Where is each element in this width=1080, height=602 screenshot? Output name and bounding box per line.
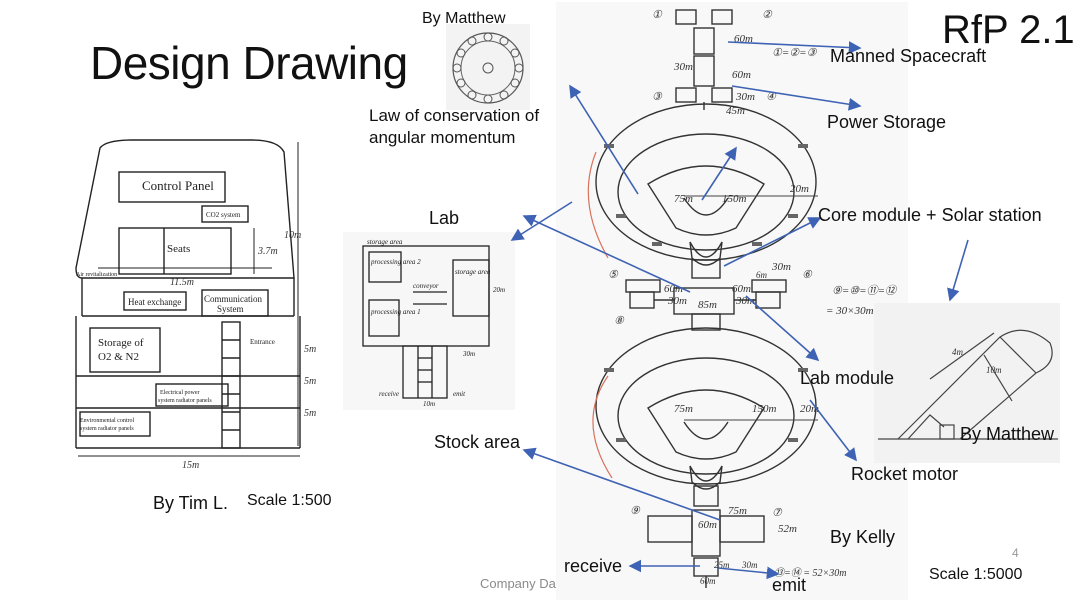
- lab-title: Lab: [429, 208, 460, 228]
- ann-eq4: ⑬=⑭ = 52×30m: [774, 567, 846, 579]
- manned-spacecraft-label: Manned Spacecraft: [830, 46, 987, 66]
- storage-label-2: O2 & N2: [98, 351, 139, 363]
- ann-60m-2: 60m: [732, 69, 751, 81]
- ann-30m-4: 30m: [735, 295, 755, 307]
- control-panel-label: Control Panel: [142, 178, 214, 193]
- air-label: Air revitalization: [76, 272, 117, 278]
- ann-150m: 150m: [722, 193, 747, 205]
- power-storage-label: Power Storage: [827, 112, 947, 132]
- ann-n9: ⑨: [630, 505, 641, 517]
- lab-processing-2: processing area 2: [370, 258, 421, 266]
- bearing-sketch: [446, 24, 530, 110]
- comm-label-1: Communication: [204, 294, 262, 304]
- ann-20m: 20m: [790, 183, 809, 195]
- lab-processing-1: processing area 1: [370, 308, 421, 316]
- env-label-1: Environmental control: [80, 418, 134, 424]
- lab-dim-30: 30m: [462, 350, 475, 358]
- law-line-1: Law of conservation of: [369, 106, 540, 125]
- motor-dim-4m: 4m: [952, 347, 964, 357]
- ann-eq3: = 30×30m: [826, 305, 874, 317]
- bearing-credit: By Matthew: [422, 10, 506, 27]
- motor-dim-10m: 10m: [986, 365, 1002, 375]
- ann-n8: ⑧: [614, 315, 625, 327]
- law-line-2: angular momentum: [369, 128, 516, 147]
- lab-conveyor: conveyor: [413, 282, 439, 290]
- emit-label: emit: [772, 575, 807, 595]
- ann-n7: ⑦: [772, 507, 783, 519]
- elec-label-2: system radiator panels: [158, 398, 212, 404]
- elec-label-1: Electrical power: [160, 390, 199, 396]
- dim-seat: 3.7m: [257, 246, 278, 257]
- page-number: 4: [1012, 546, 1019, 560]
- ann-30m-6: 30m: [741, 560, 758, 570]
- core-module-label: Core module + Solar station: [818, 205, 1042, 225]
- lab-receive: receive: [379, 390, 399, 398]
- dim-5b: 5m: [304, 376, 316, 387]
- dim-height: 10m: [284, 230, 301, 241]
- ann-60m-4: 60m: [732, 283, 751, 295]
- lab-module-label: Lab module: [800, 368, 895, 388]
- ann-30m-5: 30m: [771, 261, 791, 273]
- ann-52m: 52m: [778, 523, 797, 535]
- kelly-credit: By Kelly: [830, 527, 896, 547]
- ann-n2: ②: [762, 9, 773, 21]
- left-scale: Scale 1:500: [247, 492, 332, 509]
- lab-dim-10: 10m: [423, 400, 435, 408]
- ann-75m: 75m: [674, 193, 693, 205]
- lab-storage-top: storage area: [367, 238, 403, 246]
- rfp-heading: RfP 2.1: [942, 8, 1075, 52]
- ann-30m-1: 30m: [673, 61, 693, 73]
- lab-emit: emit: [453, 390, 466, 398]
- ann-n1: ①: [652, 9, 663, 21]
- seats-label: Seats: [167, 243, 190, 255]
- motor-credit: By Matthew: [960, 424, 1055, 444]
- spacecraft-section-sketch: Control Panel CO2 system Seats Air revit…: [72, 128, 330, 474]
- storage-label-1: Storage of: [98, 337, 144, 349]
- ann-60m-6: 60m: [700, 576, 716, 586]
- dim-5a: 5m: [304, 344, 316, 355]
- env-label-2: system radiator panels: [80, 426, 134, 432]
- ann-eq2: ⑨=⑩=⑪=⑫: [832, 284, 898, 297]
- ann-85m: 85m: [698, 299, 717, 311]
- stock-area-label: Stock area: [434, 432, 521, 452]
- ann-75m-2: 75m: [674, 403, 693, 415]
- rocket-motor-sketch: 4m 10m: [874, 303, 1060, 463]
- dim-bottom: 15m: [182, 460, 199, 471]
- heat-label: Heat exchange: [128, 297, 181, 307]
- main-scale: Scale 1:5000: [929, 566, 1023, 583]
- lab-sketch: storage area processing area 2 processin…: [343, 232, 515, 410]
- ann-30m-3: 30m: [667, 295, 687, 307]
- ann-n4: ④: [766, 91, 777, 103]
- page-title: Design Drawing: [90, 37, 408, 89]
- lab-storage-area: storage area: [455, 268, 491, 276]
- ann-30m-2: 30m: [735, 91, 755, 103]
- ann-150m-2: 150m: [752, 403, 777, 415]
- tim-credit: By Tim L.: [153, 493, 229, 513]
- ann-n5: ⑤: [608, 269, 619, 281]
- ann-6m: 6m: [756, 270, 768, 280]
- ann-n3: ③: [652, 91, 663, 103]
- receive-label: receive: [564, 556, 623, 576]
- ann-45m: 45m: [726, 105, 745, 117]
- dim-5c: 5m: [304, 408, 316, 419]
- rocket-motor-label: Rocket motor: [851, 464, 959, 484]
- ann-75m-3: 75m: [728, 505, 747, 517]
- ann-eq1: ①=②=③: [772, 47, 818, 59]
- ann-60m-5: 60m: [698, 519, 717, 531]
- ann-n6: ⑥: [802, 269, 813, 281]
- lab-dim-20: 20m: [493, 286, 505, 294]
- co2-label: CO2 system: [206, 211, 241, 219]
- ann-25m: 25m: [714, 560, 730, 570]
- dim-width: 11.5m: [170, 277, 194, 288]
- comm-label-2: System: [217, 304, 244, 314]
- entrance-label: Entrance: [250, 338, 275, 346]
